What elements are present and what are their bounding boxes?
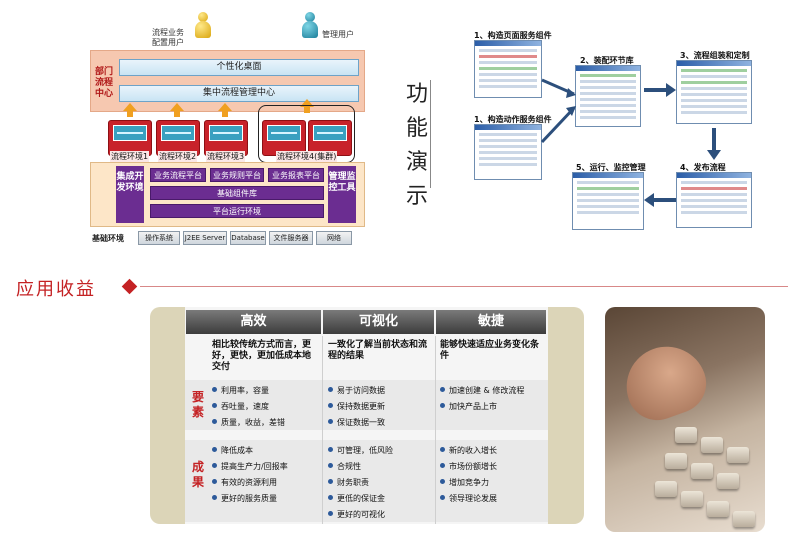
platform-business-rules: 业务规则平台 [210, 168, 264, 182]
business-user-icon [195, 12, 211, 38]
demo-title-char: 能 [405, 116, 428, 141]
dept-center-label: 部门 流程 中心 [94, 67, 113, 99]
central-mgmt-box: 集中流程管理中心 [119, 85, 359, 102]
list-item: 合规性 [328, 461, 361, 472]
list-item: 增加竞争力 [440, 477, 489, 488]
up-arrow-icon [123, 103, 137, 117]
base-component-box: 基础组件库 [150, 186, 324, 200]
finger-image [615, 335, 715, 429]
process-env-4b [308, 120, 352, 156]
list-item: 降低成本 [212, 445, 253, 456]
user-admin-label: 管理用户 [322, 30, 354, 39]
base-item-fileserver: 文件服务器 [269, 231, 313, 245]
list-item: 加速创建 & 修改流程 [440, 385, 524, 396]
platform-runtime-box: 平台运行环境 [150, 204, 324, 218]
list-item: 加快产品上市 [440, 401, 497, 412]
platform-business-report: 业务报表平台 [268, 168, 324, 182]
personal-desktop-box: 个性化桌面 [119, 59, 359, 76]
elements-row-bg [185, 380, 548, 430]
step-window-assemble-flow [676, 60, 752, 124]
list-item: 易于访问数据 [328, 385, 385, 396]
step-label-run-monitor: 5、运行、监控管理 [576, 163, 646, 172]
step-window-run-monitor [572, 172, 644, 230]
integrated-dev-box: 集成开发环境 [116, 166, 144, 223]
list-item: 领导理论发展 [440, 493, 497, 504]
results-row-bg [185, 440, 548, 522]
list-item: 可管理，低风险 [328, 445, 393, 456]
demo-title-char: 演 [405, 150, 428, 175]
step-window-action-service [474, 124, 542, 180]
step-label-page-service: 1、构造页面服务组件 [474, 31, 552, 40]
col-separator [322, 336, 323, 524]
list-item: 新的收入增长 [440, 445, 497, 456]
row-label-elements: 要素 [191, 390, 204, 419]
diamond-icon [121, 278, 138, 295]
flow-arrow-icon [540, 78, 576, 144]
demo-title-char: 示 [405, 184, 428, 209]
section-title: 应用收益 [16, 279, 96, 300]
list-item: 提高生产力/回报率 [212, 461, 288, 472]
env-label-2: 流程环境2 [158, 151, 198, 162]
base-item-j2ee: J2EE Server [183, 231, 227, 245]
base-item-os: 操作系统 [138, 231, 180, 245]
demo-title-char: 功 [405, 82, 428, 107]
list-item: 质量，收益，差错 [212, 417, 285, 428]
step-window-page-service [474, 40, 542, 98]
demo-title: 功 能 演 示 [400, 78, 434, 214]
up-arrow-icon [218, 103, 232, 117]
keyboard-photo [605, 307, 765, 532]
col-separator [435, 336, 436, 524]
desc-agile: 能够快速适应业务变化条件 [440, 340, 540, 361]
flow-arrow-icon [644, 193, 676, 207]
process-env-3 [204, 120, 248, 156]
col-head-visual: 可视化 [323, 310, 435, 334]
mgmt-monitor-box: 管理监控工具 [328, 166, 356, 223]
up-arrow-icon [170, 103, 184, 117]
step-window-publish [676, 172, 752, 228]
user-business-label: 流程业务 配置用户 [152, 28, 184, 47]
process-env-2 [156, 120, 200, 156]
process-env-4a [262, 120, 306, 156]
list-item: 财务职责 [328, 477, 369, 488]
base-item-network: 网络 [316, 231, 352, 245]
step-label-assemble-library: 2、装配环节库 [580, 56, 634, 65]
col-head-efficient: 高效 [186, 310, 322, 334]
list-item: 吞吐量，速度 [212, 401, 269, 412]
env-label-1: 流程环境1 [110, 151, 150, 162]
list-item: 保持数据更新 [328, 401, 385, 412]
desc-efficient: 相比较传统方式而言，更好，更快，更加低成本地交付 [212, 340, 312, 372]
desc-visual: 一致化了解当前状态和流程的结果 [328, 340, 428, 361]
list-item: 市场份额增长 [440, 461, 497, 472]
env-label-3: 流程环境3 [206, 151, 246, 162]
list-item: 更低的保证金 [328, 493, 385, 504]
step-window-assemble-library [575, 65, 641, 127]
step-label-assemble-flow: 3、流程组装和定制 [680, 51, 750, 60]
up-arrow-icon [300, 99, 314, 113]
list-item: 更好的服务质量 [212, 493, 277, 504]
base-env-label: 基础环境 [92, 234, 124, 243]
list-item: 利用率，容量 [212, 385, 269, 396]
flow-arrow-icon [707, 128, 721, 160]
step-label-action-service: 1、构造动作服务组件 [474, 115, 552, 124]
title-divider [430, 80, 431, 188]
list-item: 有效的资源利用 [212, 477, 277, 488]
base-env-row: 基础环境 操作系统 J2EE Server Database 文件服务器 网络 [90, 231, 365, 247]
flow-arrow-icon [644, 83, 676, 97]
row-label-results: 成果 [191, 460, 204, 489]
step-label-publish: 4、发布流程 [680, 163, 726, 172]
dept-center-frame: 部门 流程 中心 个性化桌面 集中流程管理中心 [90, 50, 365, 112]
admin-user-icon [302, 12, 318, 38]
platform-business-process: 业务流程平台 [150, 168, 206, 182]
env-label-4: 流程环境4(集群) [276, 151, 338, 162]
list-item: 保证数据一致 [328, 417, 385, 428]
list-item: 更好的可视化 [328, 509, 385, 520]
base-item-database: Database [230, 231, 266, 245]
section-divider [140, 286, 788, 287]
architecture-diagram: 流程业务 配置用户 管理用户 部门 流程 中心 个性化桌面 集中流程管理中心 流… [90, 12, 365, 247]
col-head-agile: 敏捷 [436, 310, 547, 334]
